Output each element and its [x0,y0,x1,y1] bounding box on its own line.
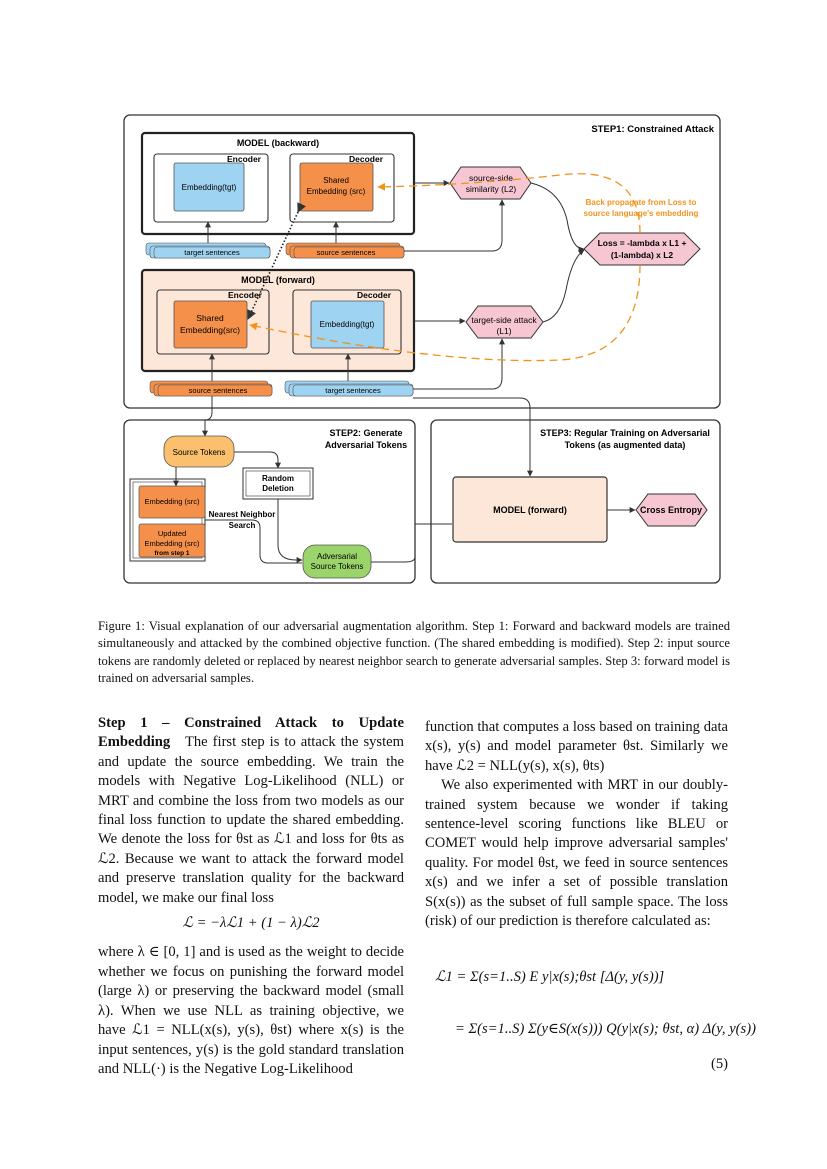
random-line1: Random [262,474,294,483]
step1-heading: Step 1 – Constrained Attack to Update Em… [98,715,404,751]
model-forward-title: MODEL (forward) [241,275,315,285]
step1-paragraph: Step 1 – Constrained Attack to Update Em… [98,714,404,908]
similarity-line1: source-side [469,173,513,183]
step3-model-forward-label: MODEL (forward) [493,505,567,515]
updated-embedding-box [138,523,206,558]
updated-line3: from step 1 [154,550,189,557]
source-sentences-bottom [149,380,273,397]
shared-embedding-link [247,202,307,320]
arrow-srcsent-to-similarity [404,199,505,252]
attack-line2: (L1) [496,326,511,336]
step1-frame [123,114,721,409]
mrt-paragraph: We also experimented with MRT in our dou… [425,777,728,930]
step2-embedding-src [138,485,206,519]
forward-decoder-label: Decoder [357,290,392,300]
arrow-tokens-to-random [234,451,281,469]
cross-entropy-hexagon [635,493,708,527]
nn-line2: Search [229,521,256,530]
step3-title-line2: Tokens (as augmented data) [565,440,686,450]
forward-embedding-tgt-label: Embedding(tgt) [320,320,375,329]
step2-frame [123,419,416,584]
adversarial-line2: Source Tokens [311,562,364,571]
source-sentences-top-label: source sentences [317,248,376,257]
left-column: Step 1 – Constrained Attack to Update Em… [98,714,404,1079]
step1-title: STEP1: Constrained Attack [591,124,714,135]
arrow-adversarial-into-model [415,540,452,562]
backward-embedding-tgt-label: Embedding(tgt) [182,183,237,192]
arrow-tgtsent-to-attack [413,338,505,390]
backward-encoder-label: Encoder [227,154,262,164]
source-tokens-label: Source Tokens [173,448,226,457]
step2-title-line2: Adversarial Tokens [325,440,407,450]
eq5-line2: = Σ(s=1..S) Σ(y∈S(x(s))) Q(y|x(s); θst, … [455,1021,756,1037]
source-sentences-bottom-label: source sentences [189,386,248,395]
arrow-attack-to-loss [542,249,585,323]
backward-embedding-tgt [173,162,245,212]
source-sentences-top [285,242,405,259]
lambda-paragraph: where λ ∈ [0, 1] and is used as the weig… [98,944,404,1077]
step2-embedding-src-label: Embedding (src) [144,497,200,506]
backprop-line1: Back propagate from Loss to [586,198,697,207]
eq5-number: (5) [710,1056,728,1072]
loss-hexagon [583,232,701,266]
target-sentences-top-label: target sentences [184,248,240,257]
forward-embedding-tgt [310,300,385,349]
nn-line1: Nearest Neighbor [209,510,276,519]
backward-shared-embedding [299,162,374,212]
step3-title-line1: STEP3: Regular Training on Adversarial [540,428,710,438]
right-column: function that computes a loss based on t… [425,718,728,931]
forward-encoder-label: Encoder [228,290,263,300]
eq5-line1: ℒ1 = Σ(s=1..S) E y|x(s);θst [Δ(y, y(s))] [435,969,665,985]
loss-line2: (1-lambda) x L2 [611,250,674,260]
arrow-tgtsent-to-step3 [413,397,533,477]
loss-line1: Loss = -lambda x L1 + [598,238,687,248]
backprop-dashed-lower [249,264,641,362]
forward-shared-embedding [173,300,248,349]
model-backward-title: MODEL (backward) [237,138,319,148]
backward-shared-line2: Embedding (src) [307,187,366,196]
forward-shared-line1: Shared [196,313,224,323]
step3-frame [430,419,721,584]
arrow-adversarial-to-step3 [371,523,452,563]
adversarial-line1: Adversarial [317,552,357,561]
arrow-srcsent-to-tokens [202,396,213,437]
arrow-embedding-to-adversarial [205,519,302,564]
backward-shared-line1: Shared [323,176,349,185]
forward-shared-line2: Embedding(src) [180,325,240,335]
updated-line1: Updated [158,529,186,538]
cross-entropy-label: Cross Entropy [640,505,702,515]
backprop-line2: source language's embedding [584,209,699,218]
step1-body: The first step is to attack the system a… [98,734,404,906]
arrow-similarity-to-loss [530,182,585,253]
similarity-line2: similarity (L2) [466,184,517,194]
loss-equation: ℒ = −λℒ1 + (1 − λ)ℒ2 [182,915,320,932]
figure-caption: Figure 1: Visual explanation of our adve… [98,619,730,685]
arrow-random-to-adversarial [277,499,303,563]
attack-line1: target-side attack [471,315,537,325]
nll-paragraph: function that computes a loss based on t… [425,719,728,774]
figure-diagram: STEP1: Constrained Attack MODEL (backwar… [123,114,721,584]
target-sentences-bottom [284,380,414,397]
target-sentences-bottom-label: target sentences [325,386,381,395]
backward-decoder-label: Decoder [349,154,384,164]
updated-line2: Embedding (src) [144,539,200,548]
step2-title-line1: STEP2: Generate [329,428,402,438]
random-line2: Deletion [262,484,294,493]
